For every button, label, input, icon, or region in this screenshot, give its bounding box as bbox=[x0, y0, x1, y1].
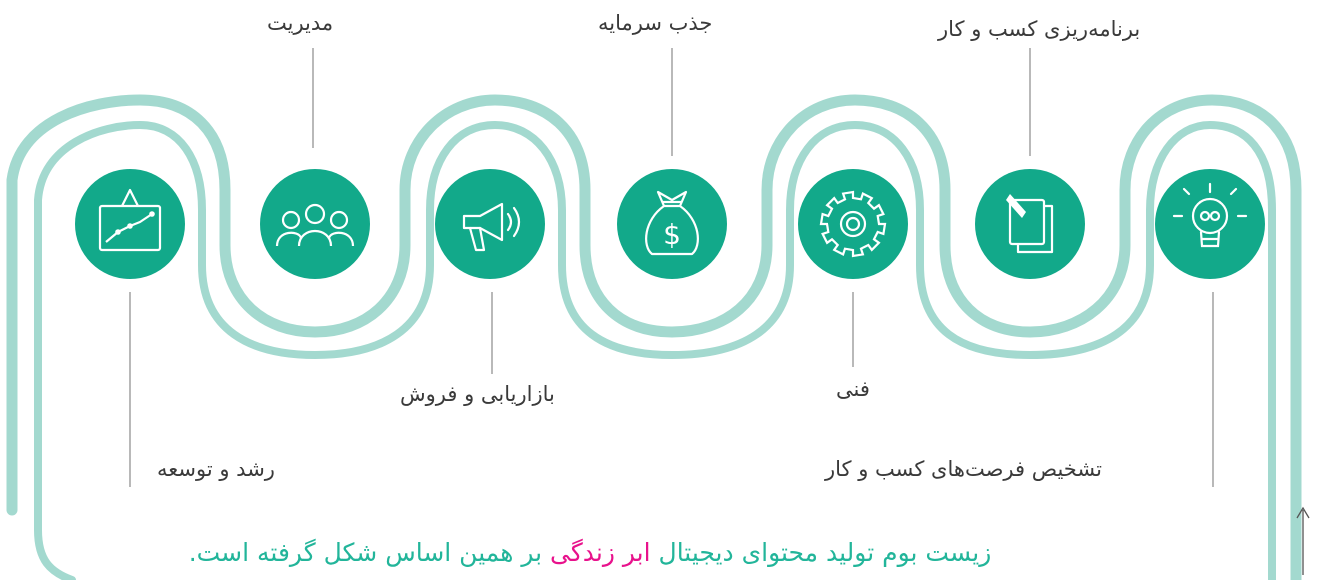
stage-node: $ bbox=[617, 169, 727, 279]
stage-node bbox=[435, 169, 545, 279]
road-inner bbox=[34, 120, 1276, 580]
team-icon bbox=[275, 203, 355, 247]
stage-label: رشد و توسعه bbox=[157, 457, 275, 481]
stage-label: برنامه‌ریزی کسب و کار bbox=[938, 17, 1141, 41]
stage-label: بازاریابی و فروش bbox=[400, 382, 555, 406]
stage-node bbox=[260, 169, 370, 279]
svg-text:$: $ bbox=[663, 218, 681, 251]
notepad-pencil-icon bbox=[1006, 194, 1054, 254]
lightbulb-icon bbox=[1172, 182, 1248, 248]
growth-chart-icon bbox=[98, 188, 162, 252]
money-bag-icon: $ bbox=[645, 190, 699, 256]
stage-node bbox=[75, 169, 185, 279]
stage-label: تشخیص فرصت‌های کسب و کار bbox=[825, 457, 1102, 481]
stage-label: فنی bbox=[836, 377, 870, 401]
tagline-after: بر همین اساس شکل گرفته است. bbox=[188, 538, 551, 567]
megaphone-icon bbox=[462, 202, 521, 252]
tagline-before: زیست بوم تولید محتوای دیجیتال bbox=[650, 538, 992, 567]
tagline: زیست بوم تولید محتوای دیجیتال ابر زندگی … bbox=[0, 540, 1180, 565]
tagline-highlight: ابر زندگی bbox=[550, 538, 651, 567]
road-outer bbox=[6, 94, 1302, 580]
gear-icon bbox=[819, 190, 887, 258]
up-arrow-icon bbox=[1296, 506, 1310, 575]
stage-node bbox=[1155, 169, 1265, 279]
stage-node bbox=[798, 169, 908, 279]
stage-label: مدیریت bbox=[267, 11, 334, 35]
stage-label: جذب سرمایه bbox=[598, 11, 713, 35]
stage-node bbox=[975, 169, 1085, 279]
